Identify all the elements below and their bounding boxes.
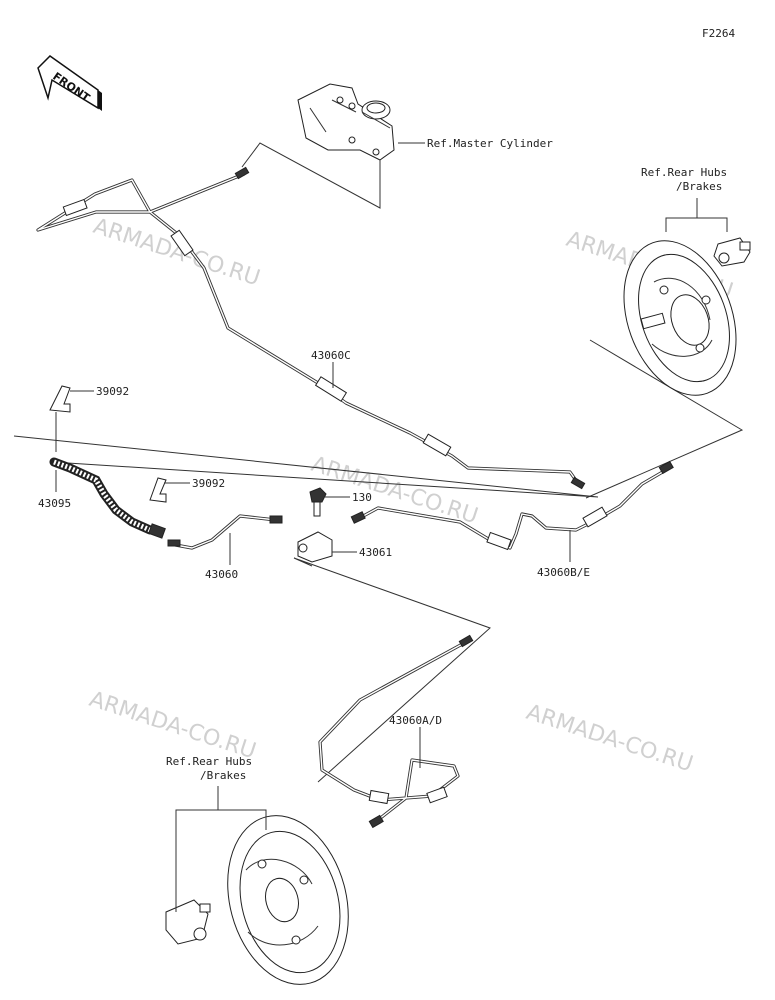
leader-bracket-master (241, 142, 381, 209)
joint-43061 (297, 531, 333, 563)
label-43060AD: 43060A/D (389, 714, 442, 727)
label-43061: 43061 (359, 546, 392, 559)
label-43060BE: 43060B/E (537, 566, 590, 579)
pipe-43060AD (318, 634, 474, 829)
rear-hub-top (623, 237, 751, 396)
hose-43095 (49, 457, 166, 539)
ref-master-cylinder: Ref.Master Cylinder (427, 137, 553, 150)
clip-39092-mid (149, 477, 167, 503)
figure-code: F2264 (702, 27, 735, 40)
label-39092-mid: 39092 (192, 477, 225, 490)
ref-rear-hubs-top-1: Ref.Rear Hubs (641, 166, 727, 179)
watermark-3: ARMADA-CO.RU (308, 452, 481, 529)
clip-39092-top (49, 385, 71, 413)
label-43060C: 43060C (311, 349, 351, 362)
ref-rear-hubs-top-2: /Brakes (676, 180, 722, 193)
label-43060: 43060 (205, 568, 238, 581)
leader-bracket-lower (293, 557, 491, 783)
rear-hub-bottom (165, 815, 349, 985)
label-43095: 43095 (38, 497, 71, 510)
pipe-43060C (36, 166, 586, 490)
watermark-4: ARMADA-CO.RU (86, 687, 259, 764)
bolt-130 (309, 487, 327, 517)
bracket-top-hub (665, 217, 728, 232)
leader-bracket-center (13, 435, 599, 498)
ref-rear-hubs-bottom-1: Ref.Rear Hubs (166, 755, 252, 768)
watermark-1: ARMADA-CO.RU (90, 214, 263, 291)
pipe-43060BE (350, 460, 674, 551)
pipe-43060 (167, 514, 283, 550)
ref-rear-hubs-bottom-2: /Brakes (200, 769, 246, 782)
master-cylinder (297, 83, 395, 161)
label-39092-top: 39092 (96, 385, 129, 398)
label-130: 130 (352, 491, 372, 504)
front-arrow-icon: FRONT (37, 55, 102, 111)
leader-bracket-top-hub (585, 339, 744, 499)
bracket-bottom-hub (175, 809, 267, 912)
watermark-5: ARMADA-CO.RU (523, 700, 696, 777)
